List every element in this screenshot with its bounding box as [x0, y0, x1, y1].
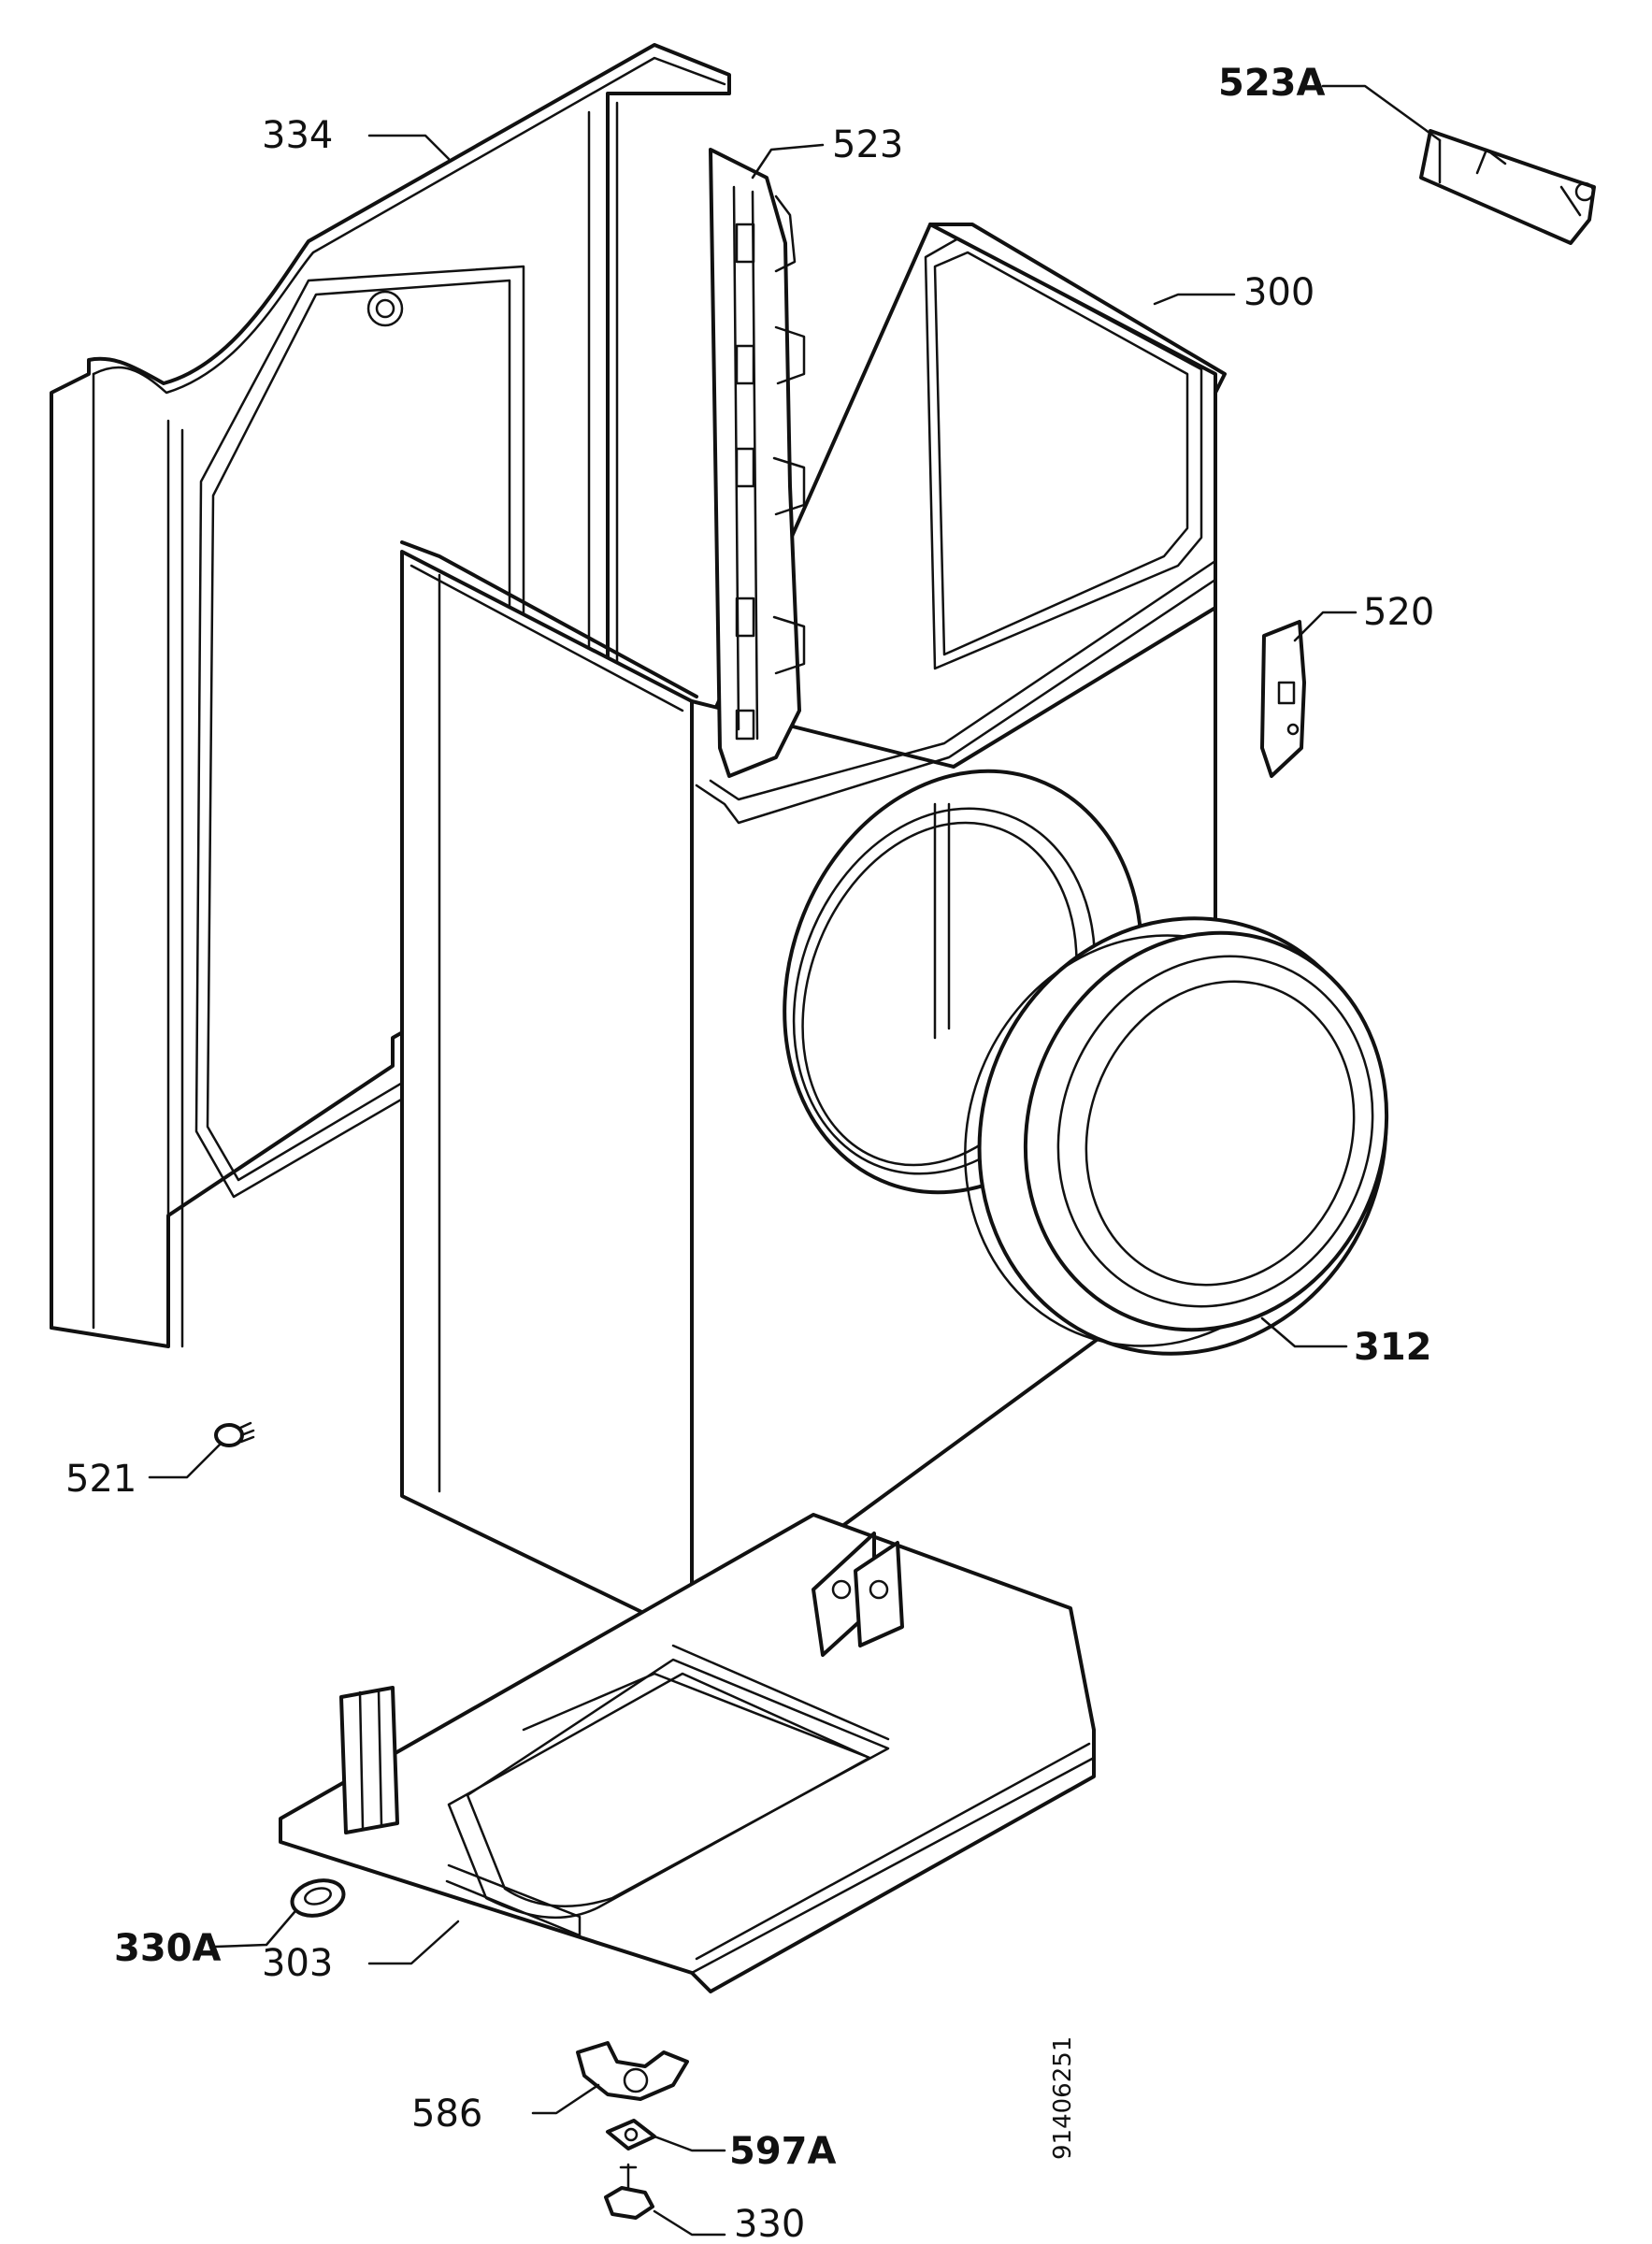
part-312-door-seal: [964, 916, 1389, 1356]
drawing-number: 91406251: [1049, 2036, 1077, 2160]
callout-312: 312: [1354, 1326, 1432, 1369]
callout-523: 523: [832, 123, 903, 166]
callout-303: 303: [262, 1942, 333, 1985]
part-521-screw: [214, 1421, 255, 1447]
callout-330: 330: [734, 2203, 805, 2244]
callout-520: 520: [1363, 591, 1434, 634]
leader-lines: [148, 84, 1442, 2237]
part-330-adjustable-foot: [604, 2163, 654, 2220]
callout-597A: 597A: [729, 2130, 836, 2173]
callout-330A: 330A: [114, 1927, 221, 1970]
part-523-bracket: [709, 148, 806, 778]
part-523A-bracket: [1419, 129, 1596, 245]
part-303-base-frame: [279, 1513, 1096, 1993]
part-330A-washer: [290, 1878, 346, 1918]
part-597A-nut: [606, 2119, 656, 2150]
callout-523A: 523A: [1218, 62, 1325, 105]
callout-521: 521: [65, 1458, 136, 1501]
callout-334: 334: [262, 114, 333, 157]
part-520-latch: [1260, 620, 1306, 778]
part-586-foot-bracket: [576, 2041, 689, 2101]
callout-300: 300: [1243, 271, 1314, 314]
callout-586: 586: [411, 2093, 482, 2136]
